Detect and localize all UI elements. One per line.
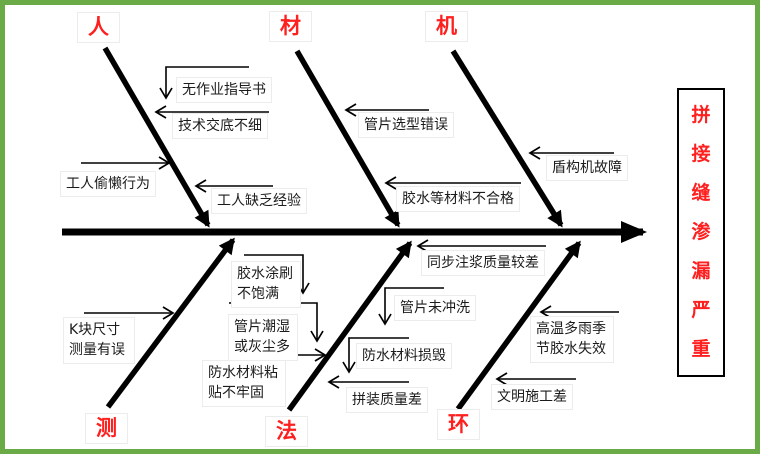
cause-waterproof-damaged: 防水材料损毁 (356, 343, 452, 370)
cause-k-block-measure: K块尺寸测量有误 (63, 317, 135, 364)
category-people: 人 (77, 12, 120, 44)
category-method: 法 (265, 416, 308, 448)
fishbone-lines (62, 46, 647, 412)
cause-civilized-construction: 文明施工差 (491, 384, 573, 411)
cause-segment-damp: 管片潮湿或灰尘多 (228, 314, 298, 361)
bone-material (294, 49, 401, 228)
connector-glue-coating (244, 254, 310, 295)
connector-waterproof-damaged (342, 337, 409, 374)
cause-waterproof-loose: 防水材料粘贴不牢固 (202, 360, 286, 407)
bone-measurement (105, 237, 236, 409)
category-environment: 环 (437, 409, 480, 441)
cause-assembly-quality: 拼装质量差 (346, 387, 428, 414)
category-machine: 机 (425, 11, 468, 43)
cause-glue-coating: 胶水涂刷不饱满 (231, 261, 301, 308)
bone-people (102, 46, 211, 228)
connector-no-instruction (159, 66, 249, 100)
cause-no-instruction: 无作业指导书 (176, 77, 272, 104)
cause-worker-inexperienced: 工人缺乏经验 (211, 188, 307, 215)
category-material: 材 (269, 11, 312, 43)
cause-glue-unqualified: 胶水等材料不合格 (396, 186, 520, 213)
effect-box: 拼接缝渗漏严重 (677, 88, 725, 377)
cause-glue-failure-season: 高温多雨季节胶水失效 (530, 316, 614, 363)
cause-grouting-quality: 同步注浆质量较差 (421, 250, 545, 277)
bone-machine (450, 49, 564, 228)
cause-shield-machine-fault: 盾构机故障 (546, 155, 628, 182)
effect-text: 拼接缝渗漏严重 (691, 104, 711, 360)
category-measurement: 测 (85, 413, 128, 445)
bone-method (286, 240, 413, 412)
connector-segment-not-rinsed (378, 287, 444, 326)
bone-environment (455, 240, 582, 411)
cause-segment-not-rinsed: 管片未冲洗 (394, 295, 476, 322)
cause-worker-lazy: 工人偷懒行为 (60, 171, 156, 198)
cause-segment-selection: 管片选型错误 (358, 112, 454, 139)
cause-briefing-not-detailed: 技术交底不细 (172, 113, 268, 140)
